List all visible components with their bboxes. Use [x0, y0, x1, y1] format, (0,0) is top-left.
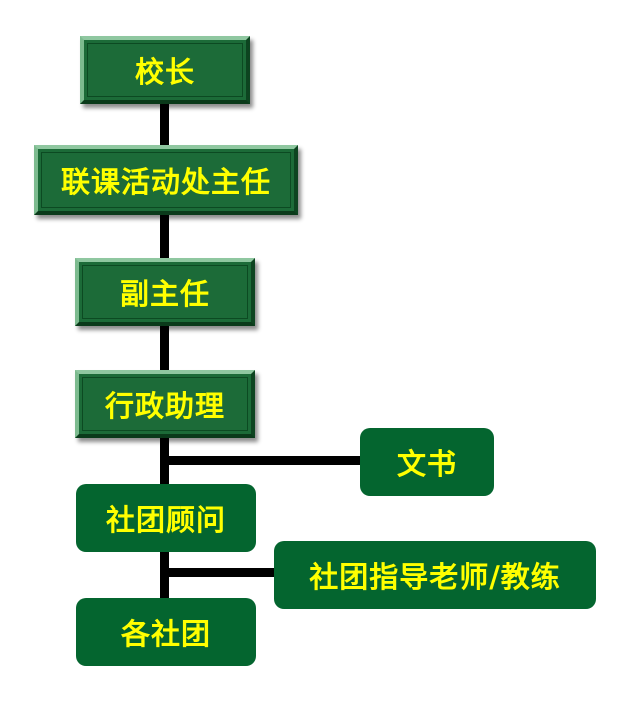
node-admin-assistant: 行政助理 [75, 370, 255, 438]
connector-deputy-assistant [160, 322, 169, 374]
node-deputy-director-label: 副主任 [119, 277, 210, 311]
connector-branch-teacher-coach [160, 568, 280, 577]
node-club-advisor: 社团顾问 [76, 484, 256, 552]
node-club-teacher-coach-label: 社团指导老师/教练 [309, 560, 561, 594]
node-club-advisor-label: 社团顾问 [105, 503, 226, 537]
node-all-clubs: 各社团 [76, 598, 256, 666]
node-clerk-label: 文书 [396, 447, 457, 481]
connector-branch-clerk [160, 456, 365, 465]
node-all-clubs-label: 各社团 [120, 617, 211, 651]
node-cca-director: 联课活动处主任 [34, 145, 298, 215]
connector-principal-director [160, 100, 169, 150]
node-deputy-director: 副主任 [75, 258, 255, 326]
node-clerk: 文书 [360, 428, 494, 496]
node-principal-label: 校长 [134, 55, 195, 89]
connector-director-deputy [160, 212, 169, 262]
node-club-teacher-coach: 社团指导老师/教练 [274, 541, 596, 609]
node-admin-assistant-label: 行政助理 [104, 389, 225, 423]
node-principal: 校长 [80, 36, 250, 104]
node-cca-director-label: 联课活动处主任 [60, 165, 271, 199]
